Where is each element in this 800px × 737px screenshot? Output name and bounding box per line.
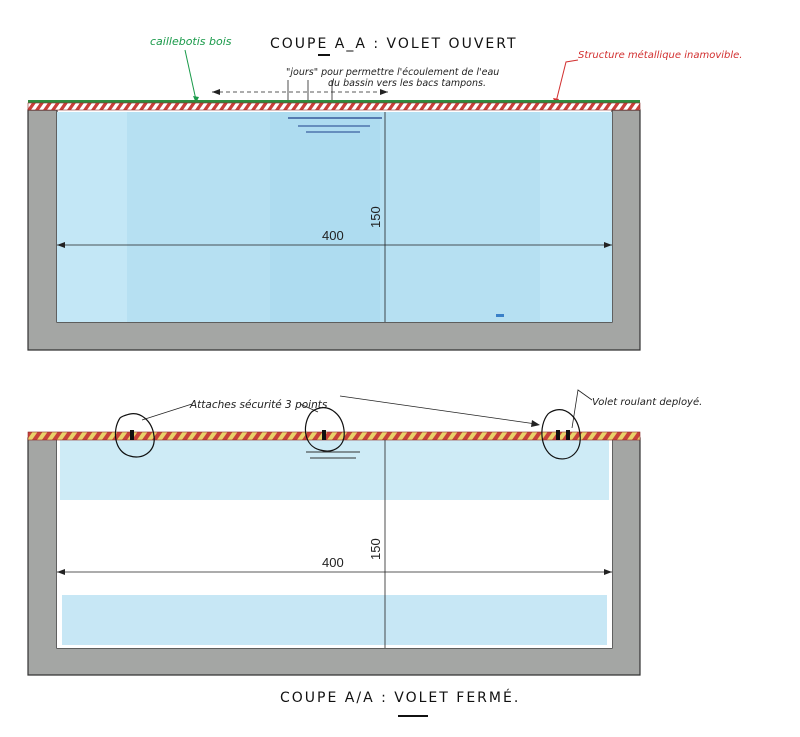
leader-attaches-mid <box>299 403 319 413</box>
water-mark <box>496 314 504 317</box>
note-jours-line2: du bassin vers les bacs tampons. <box>328 78 486 89</box>
bottom-section: Attaches sécurité 3 points Volet roulant… <box>27 389 702 717</box>
water-shade-1 <box>57 112 127 322</box>
width-dim-bottom: 400 <box>322 555 344 570</box>
top-section: COUPE A_A : VOLET OUVERT caillebotis boi… <box>27 35 742 351</box>
leader-volet <box>571 389 593 429</box>
water-shade-bottom-band <box>62 595 607 645</box>
metal-structure-top <box>27 102 641 111</box>
top-title: COUPE A_A : VOLET OUVERT <box>270 36 518 52</box>
attach-point-left <box>114 413 155 458</box>
depth-dim-bottom: 150 <box>368 538 383 560</box>
volet-roulant-deck <box>27 431 641 441</box>
leader-caillebotis <box>184 49 197 101</box>
bottom-title: COUPE A/A : VOLET FERMÉ. <box>280 689 520 706</box>
width-arrow-r-bottom <box>604 569 612 575</box>
direction-arrow-right <box>380 89 388 95</box>
width-arrow-l-bottom <box>57 569 65 575</box>
water-shade-2 <box>270 112 380 322</box>
label-attaches: Attaches sécurité 3 points <box>189 399 328 411</box>
caillebotis-deck <box>28 100 640 103</box>
water-shade-3 <box>540 112 612 322</box>
attach-point-right <box>541 409 581 460</box>
label-caillebotis: caillebotis bois <box>150 35 232 48</box>
direction-arrow-left <box>212 89 220 95</box>
leader-attaches-right <box>339 395 537 425</box>
arrow-attaches-right <box>531 420 540 427</box>
attach-point-middle <box>304 407 345 452</box>
arrow-caillebotis <box>193 96 199 103</box>
width-arrow-l-top <box>57 242 65 248</box>
width-dim-top: 400 <box>322 228 344 243</box>
width-arrow-r-top <box>604 242 612 248</box>
leader-structure <box>555 59 579 103</box>
depth-dim-top: 150 <box>368 206 383 228</box>
note-jours-line1: "jours" pour permettre l'écoulement de l… <box>286 67 499 78</box>
leader-attaches-left <box>141 403 193 421</box>
label-structure: Structure métallique inamovible. <box>578 49 742 61</box>
label-volet: Volet roulant deployé. <box>592 396 702 408</box>
